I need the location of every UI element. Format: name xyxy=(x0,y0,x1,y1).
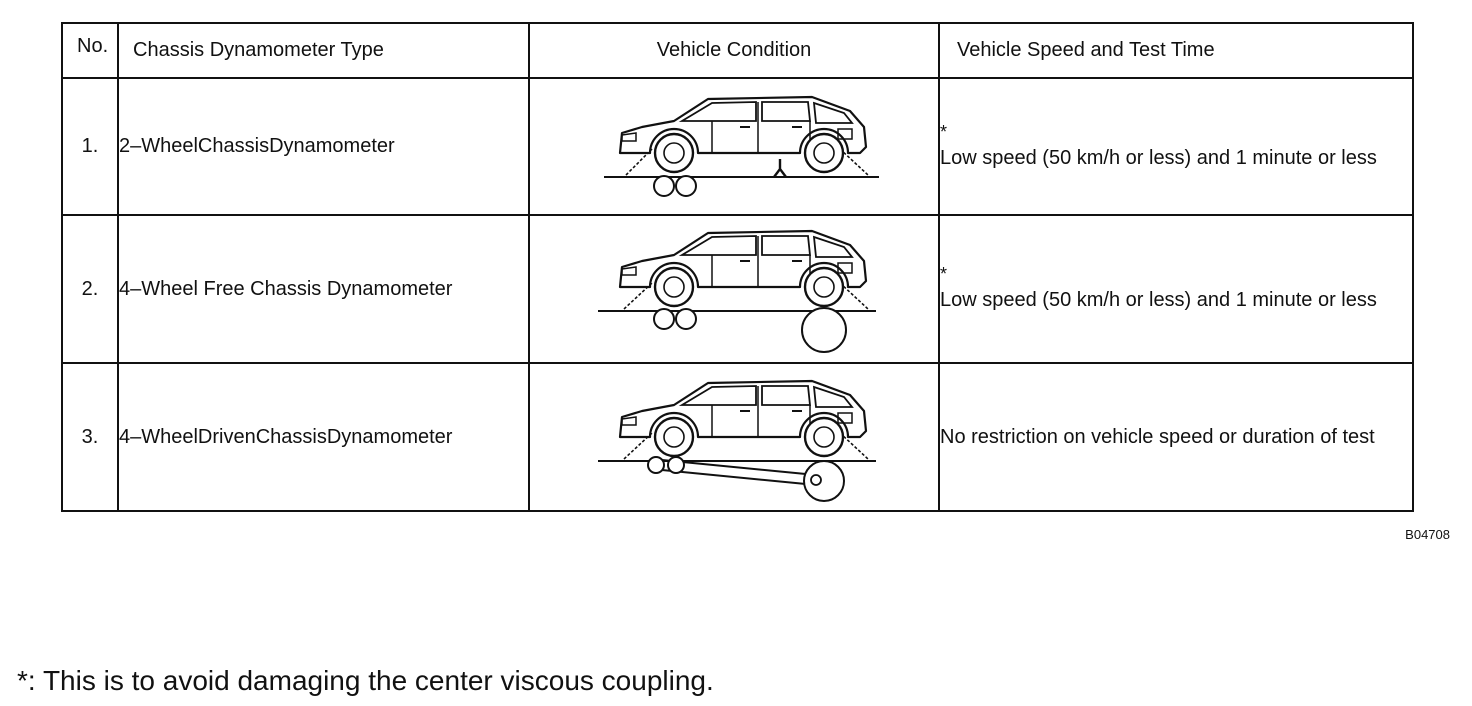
speed-text: Low speed (50 km/h or less) and 1 minute… xyxy=(940,146,1377,169)
vehicle-condition-cell xyxy=(528,362,940,512)
footnote: *: This is to avoid damaging the center … xyxy=(17,665,714,696)
speed-and-time-cell: * Low speed (50 km/h or less) and 1 minu… xyxy=(938,77,1414,216)
header-speed: Vehicle Speed and Test Time xyxy=(938,22,1414,79)
header-type: Chassis Dynamometer Type xyxy=(117,22,530,79)
row-number: 2. xyxy=(61,214,119,364)
car-on-two-wheel-dynamometer-icon xyxy=(604,95,879,197)
vehicle-condition-cell xyxy=(528,214,940,364)
speed-text: No restriction on vehicle speed or durat… xyxy=(940,426,1375,448)
dynamometer-type: 2–WheelChassisDynamometer xyxy=(117,77,530,216)
speed-and-time-cell: No restriction on vehicle speed or durat… xyxy=(938,362,1414,512)
row-number: 1. xyxy=(61,77,119,216)
header-condition: Vehicle Condition xyxy=(528,22,940,79)
table-row: 1. 2–WheelChassisDynamometer * Low speed… xyxy=(61,77,1414,216)
footnote-marker: * xyxy=(940,264,948,284)
footnote-marker: * xyxy=(940,121,948,142)
table-row: 2. 4–Wheel Free Chassis Dynamometer * Lo… xyxy=(61,214,1414,364)
car-on-four-wheel-free-dynamometer-icon xyxy=(598,229,876,353)
dynamometer-type: 4–Wheel Free Chassis Dynamometer xyxy=(117,214,530,364)
table-row: 3. 4–WheelDrivenChassisDynamometer No re… xyxy=(61,362,1414,512)
speed-and-time-cell: * Low speed (50 km/h or less) and 1 minu… xyxy=(938,214,1414,364)
figure-code: B04708 xyxy=(1405,527,1450,542)
dynamometer-table: No. Chassis Dynamometer Type Vehicle Con… xyxy=(61,22,1414,512)
table-header-row: No. Chassis Dynamometer Type Vehicle Con… xyxy=(61,22,1414,79)
header-no: No. xyxy=(61,22,119,79)
vehicle-condition-cell xyxy=(528,77,940,216)
car-on-four-wheel-driven-dynamometer-icon xyxy=(598,379,876,502)
dynamometer-type: 4–WheelDrivenChassisDynamometer xyxy=(117,362,530,512)
speed-text: Low speed (50 km/h or less) and 1 minute… xyxy=(940,289,1377,311)
row-number: 3. xyxy=(61,362,119,512)
